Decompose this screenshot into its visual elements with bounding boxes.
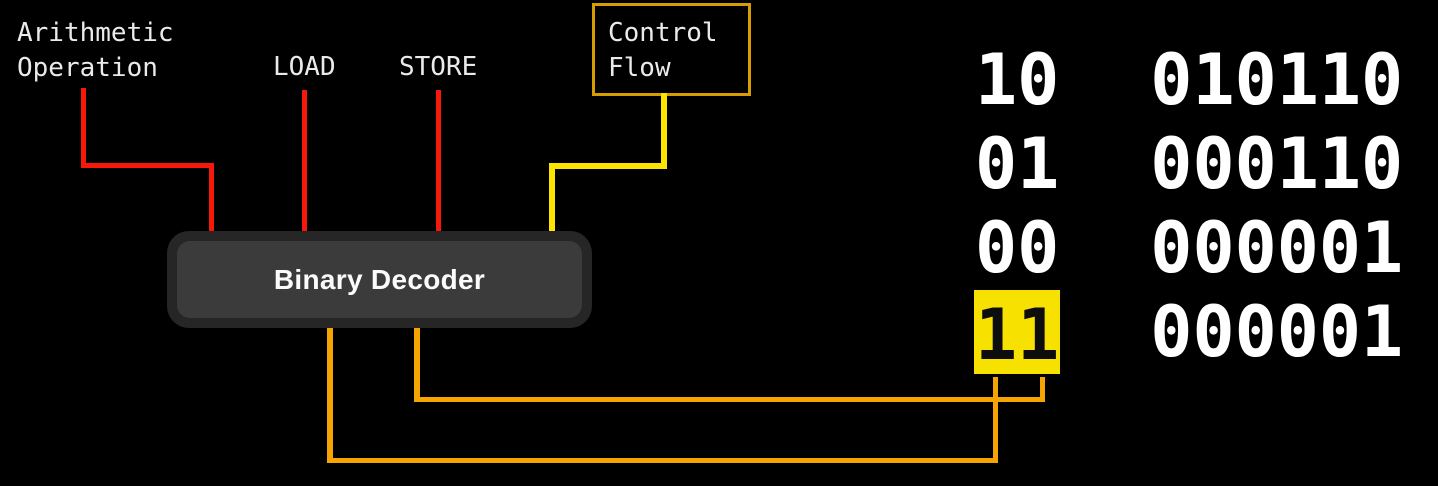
wire-output2-vertical-down — [414, 324, 420, 402]
opcode-cell: 01 — [975, 123, 1060, 205]
wire-output1-vertical-up — [993, 377, 998, 463]
operand-cell: 010110 — [1150, 39, 1404, 121]
wire-output1-horizontal — [327, 458, 998, 463]
opcode-cell: 10 — [975, 39, 1060, 121]
arithmetic-line1: Arithmetic — [17, 18, 174, 48]
control-flow-line2: Flow — [608, 53, 671, 83]
control-flow-line1: Control — [608, 18, 718, 48]
wire-load — [302, 90, 307, 235]
wire-control-vertical-2 — [549, 163, 555, 235]
opcode-table: 10 010110 01 000110 00 000001 11 000001 — [974, 38, 1404, 376]
opcode-cell: 00 — [975, 207, 1060, 289]
wire-output1-vertical-down — [327, 324, 333, 463]
operand-cell: 000001 — [1150, 291, 1404, 373]
opcode-cell: 11 — [974, 290, 1061, 376]
binary-decoder-node: Binary Decoder — [167, 231, 592, 328]
wire-control-horizontal — [549, 163, 667, 169]
input-label-load: LOAD — [273, 52, 336, 82]
arithmetic-line2: Operation — [17, 53, 158, 83]
operand-cell: 000110 — [1150, 123, 1404, 205]
wire-output2-horizontal — [414, 397, 1045, 402]
wire-arithmetic-vertical-2 — [209, 163, 214, 235]
wire-output2-vertical-up — [1040, 377, 1045, 402]
table-row: 01 000110 — [975, 122, 1403, 206]
table-row: 11 000001 — [974, 290, 1404, 376]
wire-store — [436, 90, 441, 235]
binary-decoder-face: Binary Decoder — [177, 241, 582, 318]
wire-arithmetic-horizontal — [81, 163, 214, 168]
binary-decoder-label: Binary Decoder — [273, 263, 486, 295]
table-row: 10 010110 — [975, 38, 1403, 122]
table-row: 00 000001 — [975, 206, 1403, 290]
operand-cell: 000001 — [1150, 207, 1404, 289]
wire-arithmetic-vertical-1 — [81, 88, 86, 168]
wire-control-vertical-1 — [661, 93, 667, 169]
input-label-store: STORE — [399, 52, 478, 82]
